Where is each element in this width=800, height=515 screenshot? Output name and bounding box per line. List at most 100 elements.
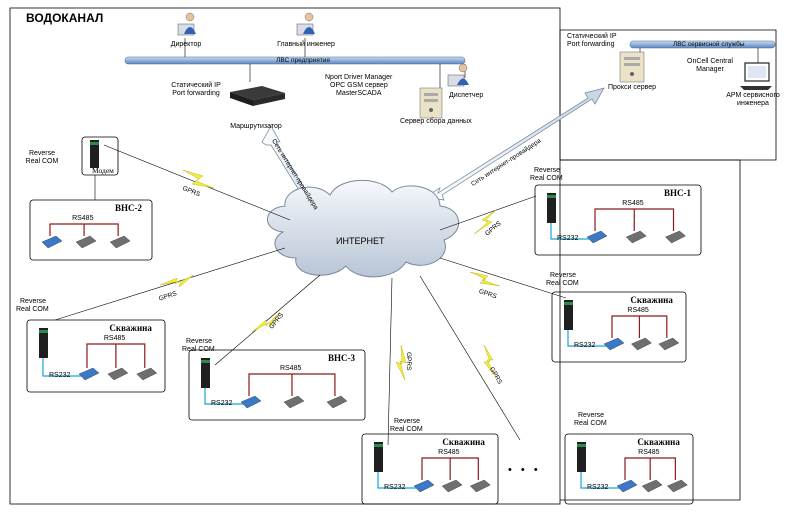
site-equipment [39,175,688,493]
reverse-label: Real COM [574,420,607,427]
reverse-label: Reverse [550,272,577,279]
sensor-icon [107,367,129,381]
gprs-bolt [182,169,215,189]
service-port-forwarding: Port forwarding [567,41,615,48]
director-label: Директор [170,41,202,48]
vodokanal-frame [9,7,561,505]
data-server-icon [419,87,443,119]
rs485-label: RS485 [103,335,126,342]
reverse-label: Reverse [186,338,213,345]
sensor-icon [625,230,647,244]
isp-arrow-service [423,87,605,201]
org-title: ВОДОКАНАЛ [26,11,104,25]
controller-icon [586,230,608,244]
more-sites-ellipsis: • • • [508,464,541,476]
gsm-modem-icon [39,328,48,358]
site-well3-box [361,433,499,505]
gsm-modem-icon [547,193,556,223]
sensor-icon [283,395,305,409]
sensor-icon [665,230,686,244]
reverse-label: Reverse [20,298,47,305]
sensor-icon [136,367,158,381]
gprs-bolt [251,311,281,333]
reverse-label: Reverse [394,418,421,425]
router-icon [230,86,285,106]
controller-icon [603,337,625,351]
data-server-label: Сервер сбора данных [400,118,472,125]
router-label: Маршрутизатор [230,123,282,130]
rs232-label: RS232 [49,372,71,379]
modem-reverse-1: Reverse [28,150,56,157]
modem-label: Модем [92,166,114,175]
server-software-2: OPC GSM сервер [330,82,388,89]
gprs-label: GPRS [405,352,412,371]
gsm-modem-icon [374,442,383,472]
lan-service-label: ЛВС сервисной службы [673,41,745,48]
director-icon [177,12,196,36]
site-vns2-box [29,199,153,261]
gprs-bolt [395,344,407,381]
service-static-ip: Статический IP [567,33,617,40]
rs232-label: RS232 [574,342,596,349]
site-vns1-box [534,184,702,256]
controller-icon [41,235,63,249]
site-title: Скважина [442,437,485,447]
site-title: Скважина [630,295,673,305]
rs232-label: RS232 [587,484,609,491]
controller-icon [413,479,435,493]
reverse-label: Real COM [530,175,563,182]
arm-label-2: инженера [737,100,769,107]
sensor-icon [441,479,463,493]
lan-service-bar [629,40,776,49]
rs485-label: RS485 [638,449,660,456]
sensor-icon [75,235,97,249]
site-well4-box [564,433,694,505]
site-title: ВНС-1 [664,188,691,198]
dispatcher-icon [447,63,469,87]
proxy-label: Прокси сервер [608,84,657,91]
sensor-icon [109,235,131,249]
rs485-label: RS485 [72,215,94,222]
site-well2-box [26,319,166,393]
gsm-modem-icon [577,442,586,472]
router-caption-1: Статический IP [171,82,221,89]
gprs-bolt [159,274,195,288]
gsm-modem-icon [564,300,573,330]
reverse-label: Reverse [578,412,605,419]
internet-label: ИНТЕРНЕТ [336,236,385,246]
lan-enterprise-label: ЛВС предприятия [276,57,330,64]
site-title: Скважина [637,437,680,447]
modem-reverse-2: Real COM [25,158,59,165]
sensor-icon [641,479,663,493]
controller-icon [78,367,100,381]
chief-engineer-label: Главный инженер [277,41,335,48]
gprs-bolt [469,271,501,287]
sensor-icon [658,337,680,351]
rs485-label: RS485 [622,200,644,207]
workstation-icon [740,62,772,90]
router-caption-2: Port forwarding [172,90,220,97]
server-software-3: MasterSCADA [336,90,382,97]
controller-icon [240,395,262,409]
sensor-icon [469,479,491,493]
chief-engineer-icon [296,12,315,36]
oncell-label-1: OnCell Central [687,58,733,65]
oncell-label-2: Manager [696,66,724,73]
reverse-label: Real COM [390,426,423,433]
site-title: ВНС-2 [115,203,142,213]
rs232-label: RS232 [211,400,233,407]
arm-label-1: АРМ сервисного [726,92,780,99]
controller-icon [616,479,638,493]
site-well1-box [551,291,687,363]
server-software-1: Nport Driver Manager [325,74,393,81]
proxy-server-icon [619,51,645,83]
site-title: ВНС-3 [328,353,355,363]
rs232-label: RS232 [557,235,579,242]
internet-cloud [267,179,460,278]
gprs-bolt [473,209,497,235]
site-title: Скважина [109,323,152,333]
rs485-label: RS485 [438,449,460,456]
reverse-label: Reverse [534,167,561,174]
sensor-icon [631,337,652,351]
sensor-icon [667,479,688,493]
